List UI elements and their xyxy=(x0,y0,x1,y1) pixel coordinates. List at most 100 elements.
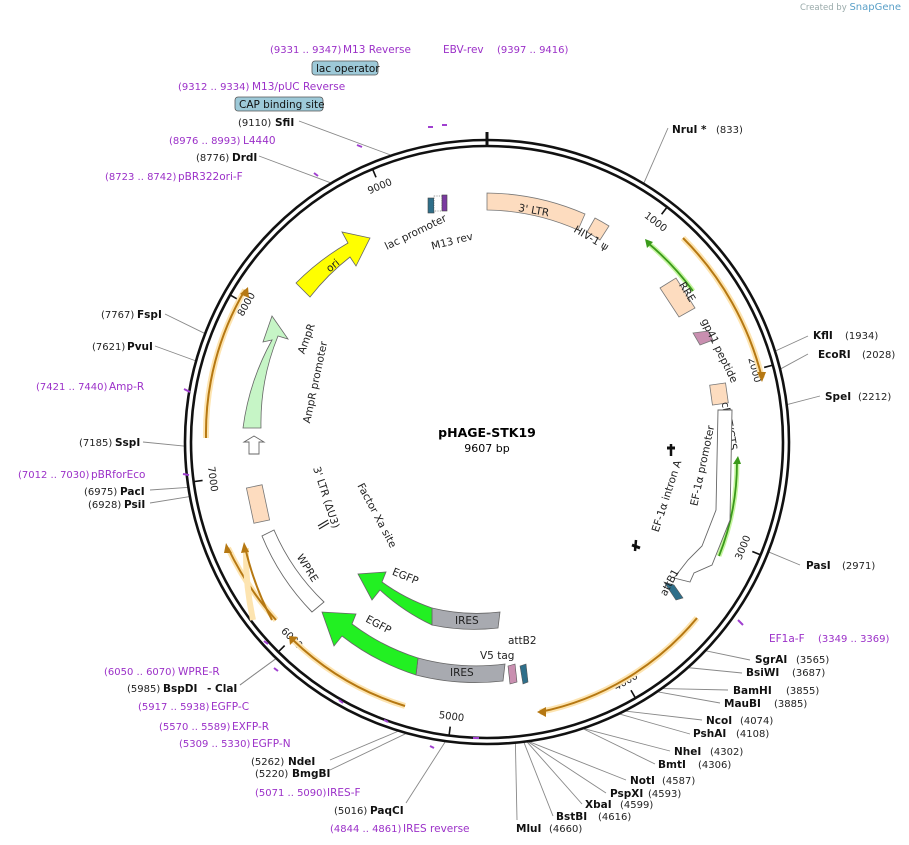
enzyme-leader-27 xyxy=(164,313,205,334)
enzyme-leader-16 xyxy=(523,742,554,817)
enzyme-leader-28 xyxy=(258,155,331,184)
primer-m13rev-range: (9331 .. 9347) xyxy=(270,45,342,56)
enzyme-paqci-num: (5016) xyxy=(334,806,367,817)
enzyme-ncoi: NcoI xyxy=(706,715,732,727)
primer-ebv-rev: EBV-rev xyxy=(443,44,484,56)
feature-ires-inner xyxy=(431,607,501,630)
primer-ef1a-f-range: (3349 .. 3369) xyxy=(818,634,890,645)
feature-wpre xyxy=(261,529,325,613)
enzyme-kfli-num: (1934) xyxy=(845,331,878,342)
enzyme-spei: SpeI xyxy=(825,391,851,403)
orf-arc-1-line xyxy=(682,237,763,379)
feature-factor-xa-mark xyxy=(317,519,329,527)
enzyme-sfii: SfiI xyxy=(275,117,294,129)
feature-cppt xyxy=(709,382,729,406)
orf-arc-2-head xyxy=(537,707,546,717)
orf-arc-1-head xyxy=(757,372,766,382)
primer-egfp-c: EGFP-C xyxy=(211,701,249,713)
tick-mark-5000 xyxy=(448,726,452,736)
enzyme-pshai: PshAI xyxy=(693,728,726,740)
enzyme-bmgbi-num: (5220) xyxy=(255,769,288,780)
primer-ires-reverse: IRES reverse xyxy=(403,823,470,835)
primer-mark-egfp-n xyxy=(383,719,389,723)
enzyme-bstbi: BstBI xyxy=(556,811,587,823)
green-arc-2-head xyxy=(733,456,741,464)
feature-rre xyxy=(659,277,696,318)
enzyme-paqci: PaqCI xyxy=(370,805,404,817)
feature-egfp-outer xyxy=(321,611,419,676)
feature-attb1 xyxy=(663,581,684,601)
enzyme-pshai-num: (4108) xyxy=(736,729,769,740)
enzyme-leader-9 xyxy=(626,710,703,721)
enzyme-noti: NotI xyxy=(630,775,655,787)
feature-ires-inner-label: IRES xyxy=(455,615,479,627)
primer-mark-pbrfor xyxy=(182,473,190,476)
orf-arc-3-head xyxy=(289,636,298,645)
enzyme-fspi-num: (7767) xyxy=(101,310,134,321)
orf-arc-2 xyxy=(539,616,700,715)
enzyme-leader-7 xyxy=(663,688,729,691)
feature-ef1a-promoter xyxy=(673,409,733,583)
primer-exfp-r: EXFP-R xyxy=(232,721,269,733)
enzyme-bmti: BmtI xyxy=(658,759,686,771)
enzyme-pspxi: PspXI xyxy=(610,788,643,800)
primer-mark-ef1a xyxy=(737,619,744,626)
enzyme-noti-num: (4587) xyxy=(662,776,695,787)
enzyme-leader-4 xyxy=(769,551,801,566)
enzyme-mlui: MluI xyxy=(516,823,541,835)
enzyme-maubi-num: (3885) xyxy=(774,699,807,710)
feature-gp41 xyxy=(692,330,714,346)
enzyme-xbai-num: (4599) xyxy=(620,800,653,811)
tick-mark-3000 xyxy=(752,550,761,556)
enzyme-pacI-num: (6975) xyxy=(84,487,117,498)
enzyme-nhei-num: (4302) xyxy=(710,747,743,758)
enzyme-bstbi-num: (4616) xyxy=(598,812,631,823)
orf-arc-6-line xyxy=(204,289,246,439)
enzyme-bspdi-num: (5985) xyxy=(127,684,160,695)
enzyme-leader-1 xyxy=(775,335,809,352)
primer-m13rev: M13 Reverse xyxy=(343,44,411,56)
primer-exfp-r-range: (5570 .. 5589) xyxy=(159,722,231,733)
tick-mark-9000 xyxy=(371,168,377,178)
cap-binding-label: CAP binding site xyxy=(239,99,325,111)
enzyme-leader-26 xyxy=(154,345,196,362)
orf-arc-5-head xyxy=(241,542,249,553)
enzyme-leader-19 xyxy=(329,733,406,771)
feature-3ltr-du3-label: 3' LTR (ΔU3) xyxy=(310,465,341,530)
feature-m13rev-label: M13 rev xyxy=(430,231,474,253)
tick-mark-8000 xyxy=(229,294,239,301)
feature-ef1a-intron-mark-2b xyxy=(633,539,638,552)
enzyme-leader-29 xyxy=(298,120,391,156)
enzyme-leader-0 xyxy=(643,127,669,184)
enzyme-leader-5 xyxy=(706,650,751,661)
primer-mark-egfp-c xyxy=(273,667,279,672)
feature-ires-outer xyxy=(415,657,506,683)
primer-ires-f-range: (5071 .. 5090) xyxy=(255,788,327,799)
primer-mark-amp xyxy=(183,388,191,393)
tick-label-3000: 3000 xyxy=(734,534,754,562)
orf-arc-6-head xyxy=(240,287,249,298)
enzyme-leader-13 xyxy=(529,741,627,781)
enzyme-pvui-num: (7621) xyxy=(92,342,125,353)
watermark-prefix: Created by xyxy=(799,3,847,13)
green-arc-2-line xyxy=(718,461,738,557)
primer-l4440-range: (8976 .. 8993) xyxy=(169,136,241,147)
primer-wpre-r-range: (6050 .. 6070) xyxy=(104,667,176,678)
enzyme-fspi: FspI xyxy=(137,309,162,321)
primer-amp-r: Amp-R xyxy=(109,381,144,393)
enzyme-nrui-num: (833) xyxy=(716,125,743,136)
enzyme-clai: - ClaI xyxy=(207,683,237,695)
feature-ires-outer-label: IRES xyxy=(450,667,474,679)
feature-ori xyxy=(295,231,371,298)
tick-mark-4000 xyxy=(630,689,637,699)
enzyme-sspi-num: (7185) xyxy=(79,438,112,449)
primer-mark-wpre xyxy=(263,640,269,645)
primer-pbrforeco-range: (7012 .. 7030) xyxy=(18,470,90,481)
enzyme-bamhi: BamHI xyxy=(733,685,772,697)
tick-label-7000: 7000 xyxy=(205,466,219,493)
enzyme-mlui-num: (4660) xyxy=(549,824,582,835)
plasmid-name: pHAGE-STK19 xyxy=(438,425,536,440)
enzyme-paci: PacI xyxy=(120,486,145,498)
tick-mark-1000 xyxy=(660,206,668,215)
